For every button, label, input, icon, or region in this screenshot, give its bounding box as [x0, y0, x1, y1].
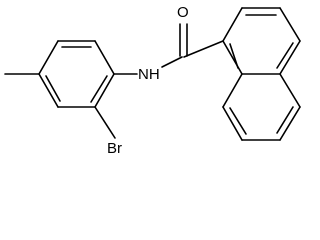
bond-aryl-5: [38, 73, 59, 108]
naphthalene-ring-bottom: [222, 73, 301, 141]
bond-bromo: [94, 106, 116, 139]
bond-naph-top-4: [279, 40, 301, 75]
bond-naph-top-3: [279, 7, 301, 42]
naphthalene-ring-top: [222, 7, 301, 75]
bond-naph-top-inner-3: [229, 43, 239, 69]
bond-naph-top-6: [222, 40, 243, 75]
oxygen-label: O: [177, 4, 189, 21]
bond-naph-top-1: [222, 7, 243, 42]
bond-naph-bot-2: [222, 106, 243, 141]
bond-aryl-2: [94, 40, 115, 75]
bond-aryl-3: [94, 73, 115, 108]
bond-aryl-6: [38, 40, 59, 75]
bond-aryl-inner-2: [90, 75, 108, 103]
bond-carbonyl-to-naphthyl: [183, 40, 224, 58]
chemical-structure-diagram: Br NH O: [4, 4, 301, 154]
bond-n-to-carbonyl: [161, 56, 183, 68]
bond-naph-bot-4: [279, 106, 301, 141]
bond-aryl-inner-3: [45, 75, 61, 102]
bromine-label: Br: [107, 140, 122, 154]
bond-naph-bot-inner-1: [229, 107, 247, 135]
bond-naph-top-inner-2: [276, 42, 294, 69]
amide-nitrogen-label: NH: [138, 66, 160, 83]
bond-naph-bot-1: [222, 73, 243, 108]
aryl-ring: [38, 40, 115, 108]
bond-naph-bot-inner-2: [276, 106, 294, 134]
bond-naph-bot-5: [279, 73, 301, 108]
